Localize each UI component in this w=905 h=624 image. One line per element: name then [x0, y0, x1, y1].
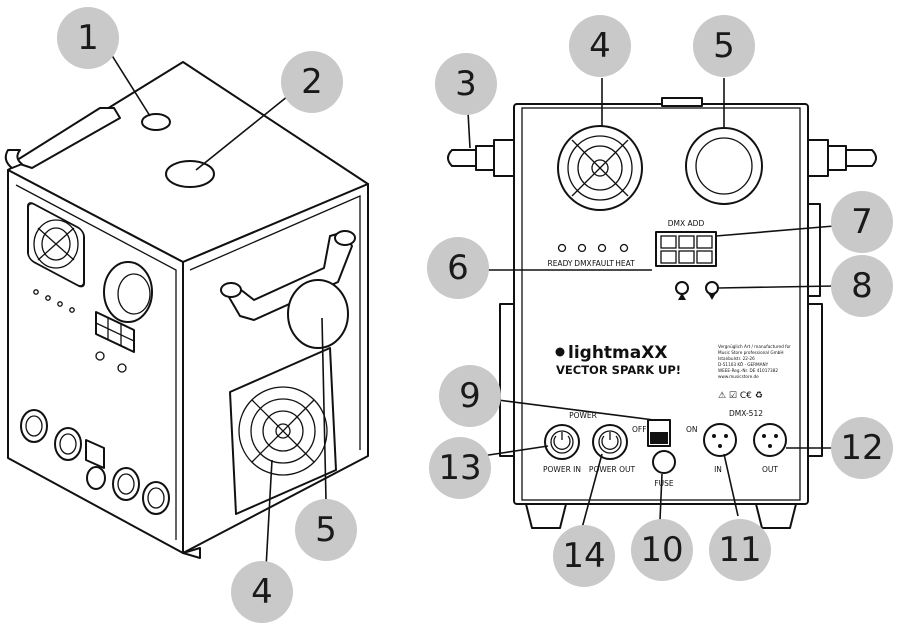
power-in-label: POWER IN — [543, 465, 581, 474]
svg-text:14: 14 — [562, 536, 605, 576]
led-ready-label: READY — [547, 259, 572, 268]
dmx-add-label: DMX ADD — [668, 219, 705, 228]
svg-text:9: 9 — [459, 376, 481, 416]
certification-marks: ⚠ ☑ C€ ♻ — [718, 391, 763, 401]
rear-fan-grill-icon — [557, 125, 643, 211]
dmx-address-display — [655, 231, 717, 267]
callout-11-right: 11 — [709, 519, 771, 581]
callout-7-right: 7 — [831, 191, 893, 253]
callout-13-right: 13 — [429, 437, 491, 499]
fuse-label: FUSE — [654, 479, 674, 488]
side-leds — [33, 289, 75, 313]
switch-on-label: ON — [686, 425, 698, 434]
power-in-connector[interactable] — [544, 424, 580, 460]
rear-nozzle — [685, 127, 763, 205]
svg-text:D-51103 KÖ · GERMANY: D-51103 KÖ · GERMANY — [718, 362, 769, 367]
svg-text:13: 13 — [438, 448, 481, 488]
down-arrow-icon — [708, 293, 716, 300]
side-connectors — [20, 409, 170, 515]
status-leds: READY DMX FAULT HEAT — [547, 243, 635, 268]
device-3d-view: 1 2 5 4 — [4, 7, 369, 623]
up-button[interactable] — [675, 281, 689, 295]
power-switch[interactable] — [647, 419, 671, 447]
svg-text:12: 12 — [840, 428, 883, 468]
fuse-holder[interactable] — [652, 450, 676, 474]
callout-12-right: 12 — [831, 417, 893, 479]
svg-text:Istanbulstr. 22-26: Istanbulstr. 22-26 — [718, 356, 755, 361]
dmx-in-connector[interactable] — [703, 423, 737, 457]
svg-text:1: 1 — [77, 18, 99, 58]
svg-text:7: 7 — [851, 202, 873, 242]
svg-text:Music Store professional GmbH: Music Store professional GmbH — [718, 350, 783, 355]
svg-text:11: 11 — [718, 530, 761, 570]
top-opening-2 — [165, 160, 215, 188]
svg-text:WEEE-Reg.-Nr. DE 41017382: WEEE-Reg.-Nr. DE 41017382 — [718, 368, 778, 373]
dmx-512-label: DMX-512 — [729, 409, 763, 418]
dmx-in-label: IN — [714, 465, 722, 474]
svg-text:5: 5 — [315, 510, 337, 550]
callout-2-left: 2 — [281, 51, 343, 113]
callout-14-right: 14 — [553, 525, 615, 587]
side-fan-grill-icon — [27, 202, 85, 288]
svg-text:www.musicstore.de: www.musicstore.de — [718, 374, 759, 379]
power-out-connector[interactable] — [592, 424, 628, 460]
brand-logo: lightmaXX — [568, 343, 667, 363]
callout-4-right: 4 — [569, 15, 631, 77]
callout-10-right: 10 — [631, 519, 693, 581]
svg-text:8: 8 — [851, 266, 873, 306]
up-arrow-icon — [678, 293, 686, 300]
svg-text:Vergnüglich Art / manufactured: Vergnüglich Art / manufactured for — [718, 344, 791, 349]
antenna-left — [447, 139, 515, 177]
callout-9-right: 9 — [439, 365, 501, 427]
svg-text:2: 2 — [301, 62, 323, 102]
svg-text:5: 5 — [713, 26, 735, 66]
dmx-out-connector[interactable] — [753, 423, 787, 457]
svg-text:4: 4 — [251, 572, 273, 612]
callout-3-right: 3 — [435, 53, 497, 115]
callout-4-left: 4 — [231, 561, 293, 623]
led-dmx-label: DMX — [574, 259, 591, 268]
svg-text:6: 6 — [447, 248, 469, 288]
svg-text:4: 4 — [589, 26, 611, 66]
power-label: POWER — [569, 411, 597, 420]
svg-text:3: 3 — [455, 64, 477, 104]
callout-1-left: 1 — [57, 7, 119, 69]
antenna-right — [807, 139, 877, 177]
led-heat-label: HEAT — [615, 259, 635, 268]
power-out-label: POWER OUT — [589, 465, 636, 474]
led-fault-label: FAULT — [592, 259, 614, 268]
callout-8-right: 8 — [831, 255, 893, 317]
manufacturer-info: Vergnüglich Art / manufactured for Music… — [718, 344, 791, 379]
callout-6-right: 6 — [427, 237, 489, 299]
callout-5-left: 5 — [295, 499, 357, 561]
brand-block: lightmaXX VECTOR SPARK UP! — [555, 343, 681, 377]
top-opening-1 — [141, 113, 171, 131]
device-rear-panel: DMX ADD READY DMX FAULT HEAT — [427, 15, 893, 587]
dmx-out-label: OUT — [762, 465, 778, 474]
callout-5-right: 5 — [693, 15, 755, 77]
model-name: VECTOR SPARK UP! — [556, 363, 681, 377]
front-fan-grill-icon — [229, 347, 337, 515]
svg-text:10: 10 — [640, 530, 683, 570]
switch-off-label: OFF — [632, 425, 647, 434]
down-button[interactable] — [705, 281, 719, 295]
